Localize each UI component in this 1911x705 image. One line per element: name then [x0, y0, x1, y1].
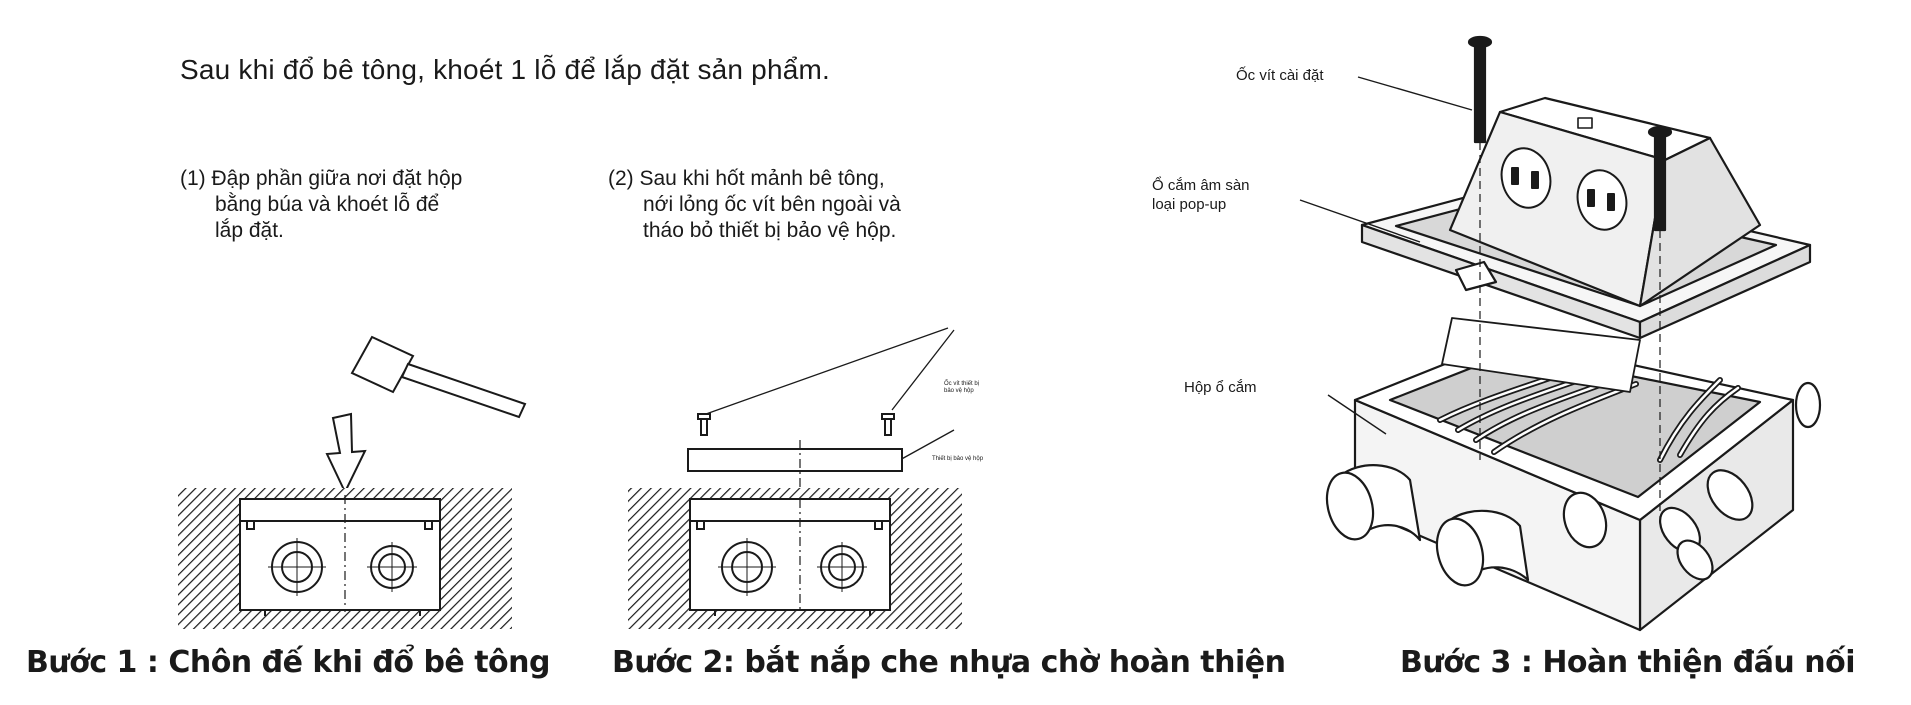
- panel3-drawing: [1299, 35, 1822, 632]
- caption-step2: Bước 2: bắt nắp che nhựa chờ hoàn thiện: [612, 645, 1286, 680]
- label-popup-socket: Ổ cắm âm sàn loại pop-up: [1152, 177, 1250, 213]
- part-leader-lines: [1299, 76, 1473, 435]
- screw-icon: [697, 413, 895, 436]
- page-heading: Sau khi đổ bê tông, khoét 1 lỗ để lắp đặ…: [180, 54, 830, 85]
- conduit-pipes: [1325, 464, 1530, 587]
- label-screw-protect: Ốc vít thiết bị bảo vệ hộp: [944, 381, 980, 394]
- concrete-hatch-2: [628, 488, 962, 629]
- label-install-screw: Ốc vít cài đặt: [1236, 67, 1324, 84]
- embedded-box-2: [689, 498, 891, 616]
- leader-lines: [705, 327, 955, 462]
- panel1-drawing: [178, 335, 527, 629]
- instruction-step2: (2) Sau khi hốt mảnh bê tông, nới lỏng ố…: [608, 167, 901, 242]
- label-socket-box: Hộp ổ cắm: [1184, 379, 1257, 396]
- instruction-step1: (1) Đập phần giữa nơi đặt hộp bằng búa v…: [180, 167, 463, 242]
- label-protect-device: Thiết bị bảo vệ hộp: [932, 456, 984, 462]
- embedded-box: [239, 495, 441, 616]
- hammer-icon: [350, 335, 527, 419]
- caption-step1: Bước 1 : Chôn đế khi đổ bê tông: [26, 645, 551, 680]
- caption-step3: Bước 3 : Hoàn thiện đấu nối: [1400, 645, 1856, 680]
- concrete-hatch: [178, 488, 512, 629]
- outlet-icon: [1500, 147, 1628, 231]
- down-arrow-icon: [325, 412, 367, 495]
- panel2-drawing: [628, 327, 962, 629]
- protective-plate: [687, 448, 903, 472]
